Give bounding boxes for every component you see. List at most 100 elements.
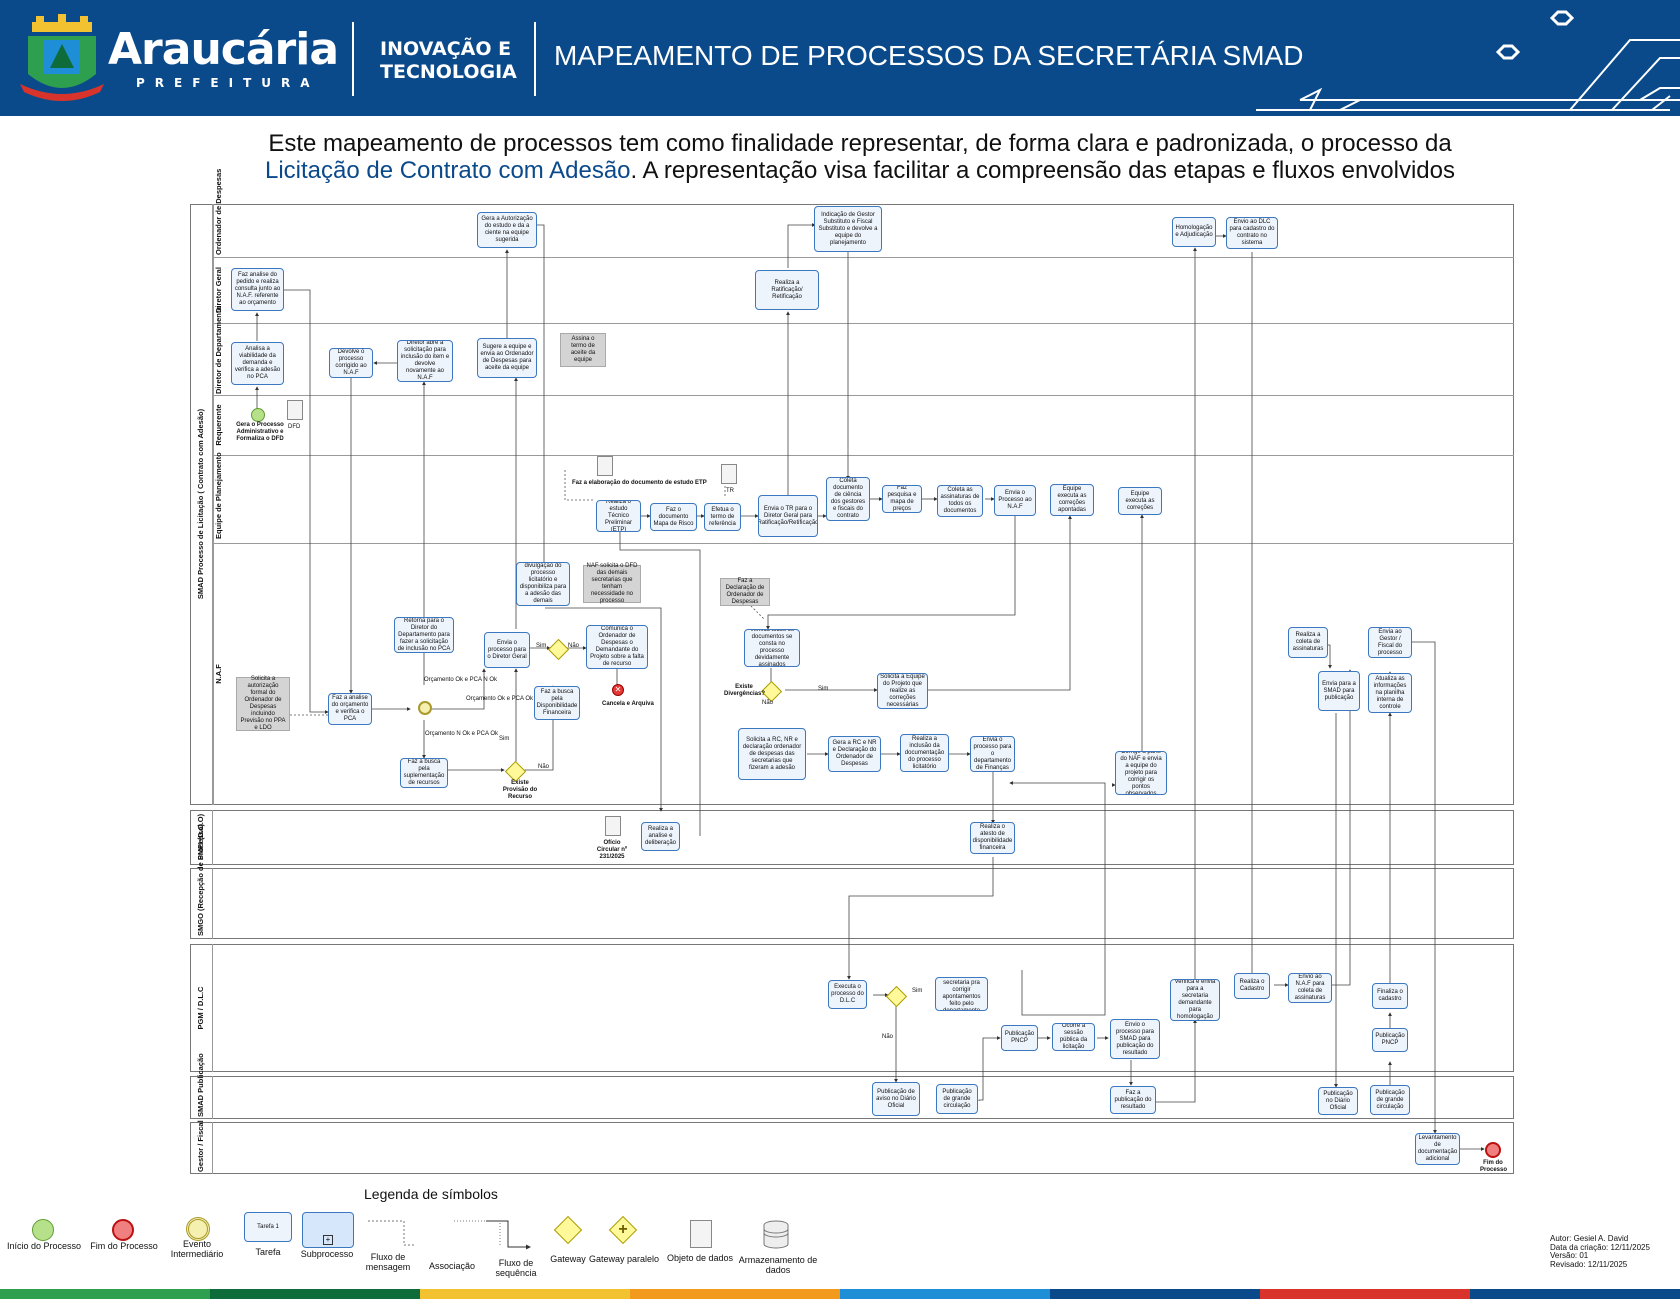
task-devolve-processo[interactable]: Devolve o processo corrigido ao N.A.F	[329, 348, 373, 378]
department-name: INOVAÇÃO E TECNOLOGIA	[380, 38, 517, 84]
label-nao-4: Não	[882, 1034, 894, 1040]
label-sim-3: Sim	[818, 686, 829, 692]
tr-doc-label: TR	[726, 488, 734, 494]
task-coleta-ciencia[interactable]: Coleta documento de ciência dos gestores…	[826, 477, 870, 521]
lane-separator	[212, 543, 1514, 544]
color-bar-segment	[1050, 1289, 1260, 1299]
task-retorna-diretor[interactable]: Retorna para o Diretor do Departamento p…	[394, 617, 454, 653]
cancel-icon: ✕	[612, 684, 624, 696]
task-solicita-equipe-projeto[interactable]: Solicita a Equipe do Projeto que realize…	[877, 673, 928, 709]
task-homologacao[interactable]: Homologação e Adjudicação	[1172, 217, 1216, 247]
oficio-document-icon	[605, 816, 621, 836]
task-envia-processo-naf[interactable]: Envia o Processo ao N.A.F	[994, 485, 1036, 516]
task-atualiza-planilha[interactable]: Atualiza as informações na planilha inte…	[1368, 673, 1412, 713]
pgm-label-col	[190, 944, 213, 1072]
task-comunica-ordenador[interactable]: Comunica o Ordenador de Despesas o Deman…	[586, 625, 648, 669]
task-envio-smad-resultado[interactable]: Envio o processo para SMAD para publicaç…	[1110, 1019, 1160, 1059]
smgo-label-col	[190, 868, 213, 939]
dfd-document-icon	[287, 400, 303, 420]
task-envio-naf-assinaturas[interactable]: Envio ao N.A.F para coleta de assinatura…	[1288, 973, 1332, 1003]
legend-association-label: Associação	[428, 1261, 476, 1271]
task-realiza-inclusao[interactable]: Realiza a inclusão da documentação do pr…	[900, 734, 949, 772]
task-analise-pedido[interactable]: Faz analise do pedido e realiza consulta…	[231, 268, 284, 311]
author: Autor: Gesiel A. David	[1550, 1234, 1629, 1243]
task-publicacao-grande-2[interactable]: Publicação de grande circulação	[1370, 1085, 1410, 1115]
task-coleta-assinaturas-naf[interactable]: Realiza a coleta de assinaturas	[1288, 627, 1328, 658]
page-title: MAPEAMENTO DE PROCESSOS DA SECRETÁRIA SM…	[554, 40, 1304, 71]
task-verifica-documentos[interactable]: Verifica todos os documentos se consta n…	[744, 629, 800, 667]
task-etp[interactable]: Realiza o estudo Técnico Preliminar (ETP…	[596, 500, 641, 532]
label-sim-2: Sim	[499, 736, 510, 742]
task-gera-autorizacao[interactable]: Gera a Autorização do estudo e da a cien…	[477, 212, 537, 248]
legend-task-icon: Tarefa 1	[244, 1212, 292, 1242]
task-levantamento[interactable]: Levantamento de documentação adicional	[1415, 1133, 1460, 1165]
legend-gateway-label: Gateway	[550, 1254, 586, 1264]
task-equipe-executa[interactable]: Equipe executa as correções apontadas	[1050, 484, 1094, 516]
task-busca-disponibilidade[interactable]: Faz a busca pela Disponibilidade Finance…	[534, 686, 580, 720]
tr-document-icon	[721, 464, 737, 484]
label-orcamento-ok-pca-ok: Orçamento Ok e PCA Ok	[466, 696, 534, 702]
task-finaliza-cadastro[interactable]: Finaliza o cadastro	[1372, 983, 1408, 1009]
task-envia-financas[interactable]: Envia o processo para o departamento de …	[970, 736, 1015, 772]
color-bar-segment	[1470, 1289, 1680, 1299]
task-publicacao-aviso[interactable]: Publicação de aviso no Diário Oficial	[872, 1082, 920, 1116]
document-info: Autor: Gesiel A. David Data da criação: …	[1550, 1234, 1650, 1269]
note-naf-solicita-dfd: NAF solicita o DFD das demais secretaria…	[583, 563, 641, 604]
task-faz-publicacao[interactable]: Faz a publicação do resultado	[1110, 1086, 1156, 1114]
task-analisa-viabilidade[interactable]: Analisa a viabilidade da demanda e verif…	[231, 342, 284, 385]
task-verifica-envia[interactable]: Verifica e envia para a secretaria deman…	[1170, 979, 1220, 1021]
task-envia-smad-publicacao[interactable]: Envia para a SMAD para publicação	[1318, 671, 1360, 711]
task-publicacao-grande[interactable]: Publicação de grande circulação	[936, 1084, 978, 1114]
task-gera-rc-nr[interactable]: Gera a RC e NR e Declaração do Ordenador…	[828, 736, 881, 772]
task-publicacao-pncp[interactable]: Publicação PNCP	[1001, 1025, 1038, 1051]
note-solicita-autorizacao: Solicita a autorização formal do Ordenad…	[236, 676, 290, 731]
intro-text: Este mapeamento de processos tem como fi…	[190, 130, 1530, 184]
task-equipe-executa-correcoes[interactable]: Equipe executa as correções	[1118, 487, 1162, 515]
color-bar-segment	[210, 1289, 420, 1299]
smfi-label-col	[190, 810, 213, 865]
color-bar-segment	[1260, 1289, 1470, 1299]
intro-highlight: Licitação de Contrato com Adesão	[264, 157, 631, 184]
task-coleta-assinaturas[interactable]: Coleta as assinaturas de todos os docume…	[937, 485, 983, 517]
legend-data-object-label: Objeto de dados	[666, 1253, 734, 1263]
task-publicacao-pncp-2[interactable]: Publicação PNCP	[1372, 1028, 1408, 1052]
task-termo-referencia[interactable]: Efetua o termo de referência	[704, 503, 741, 531]
pool-smad-pub	[190, 1076, 1514, 1119]
cancel-label-text: Cancela e Arquiva	[602, 701, 654, 707]
lane-separator	[212, 257, 1514, 258]
task-envia-secretaria[interactable]: Envia a secretaria pra corrigir apontame…	[935, 977, 988, 1011]
legend-data-object-icon	[690, 1220, 712, 1248]
task-faz-analise-orcamento[interactable]: Faz a analise do orçamento e verifica o …	[328, 693, 372, 725]
legend-subprocess-icon: +	[302, 1212, 354, 1248]
pool-gestor	[190, 1122, 1514, 1174]
logo-subtitle: PREFEITURA	[136, 76, 320, 90]
task-realiza-cadastro[interactable]: Realiza o Cadastro	[1234, 973, 1270, 999]
task-executa-dlc[interactable]: Executa o processo do D.L.C	[828, 980, 867, 1009]
araucaria-crest-icon	[20, 14, 104, 101]
task-atesto-disponibilidade[interactable]: Realiza o atesto de disponibilidade fina…	[970, 822, 1015, 854]
task-ratificacao[interactable]: Realiza a Ratificação/ Retificação	[755, 270, 819, 310]
task-publicacao-diario[interactable]: Publicação no Diário Oficial	[1318, 1087, 1358, 1115]
task-indicacao-gestor[interactable]: Indicação de Gestor Substituto e Fiscal …	[814, 206, 882, 252]
pool-smfi	[190, 810, 1514, 865]
header-divider-2	[534, 22, 536, 96]
task-envia-tr[interactable]: Envia o TR para o Diretor Geral para Rat…	[758, 495, 818, 537]
task-divulgacao[interactable]: Realiza a divulgação do processo licitat…	[516, 562, 570, 606]
task-busca-suplementacao[interactable]: Faz a busca pela suplementação de recurs…	[400, 758, 448, 788]
task-analise-deliberacao[interactable]: Realiza a analise e deliberação	[641, 822, 680, 851]
legend-subprocess-label: Subprocesso	[300, 1249, 354, 1259]
task-mapa-risco[interactable]: Faz o documento Mapa de Risco	[650, 503, 697, 531]
legend-message-flow-label: Fluxo de mensagem	[365, 1252, 411, 1272]
task-envia-gestor-fiscal[interactable]: Envia ao Gestor / Fiscal do processo	[1368, 627, 1412, 658]
department-line-1: INOVAÇÃO E	[380, 38, 512, 60]
task-diretor-abre[interactable]: Diretor abre a solicitação para inclusão…	[397, 340, 453, 382]
task-pesquisa-precos[interactable]: Faz pesquisa e mapa de preços	[882, 485, 922, 513]
task-sessao-publica[interactable]: Ocorre a sessão pública da licitação	[1052, 1023, 1095, 1051]
task-corrige-naf[interactable]: Corrige a parte do NAF e envia a equipe …	[1115, 751, 1167, 795]
legend-sequence-flow-label: Fluxo de sequência	[495, 1258, 537, 1278]
legend-task-label: Tarefa	[255, 1247, 281, 1257]
task-envio-dlc[interactable]: Envio ao DLC para cadastro do contrato n…	[1226, 217, 1278, 249]
task-sugere-equipe[interactable]: Sugere a equipe e envia ao Ordenador de …	[477, 338, 537, 378]
task-envia-diretor-geral[interactable]: Envia o processo para o Diretor Geral	[484, 632, 530, 668]
task-solicita-rc-nr[interactable]: Solicita a RC, NR e declaração ordenador…	[738, 728, 806, 780]
